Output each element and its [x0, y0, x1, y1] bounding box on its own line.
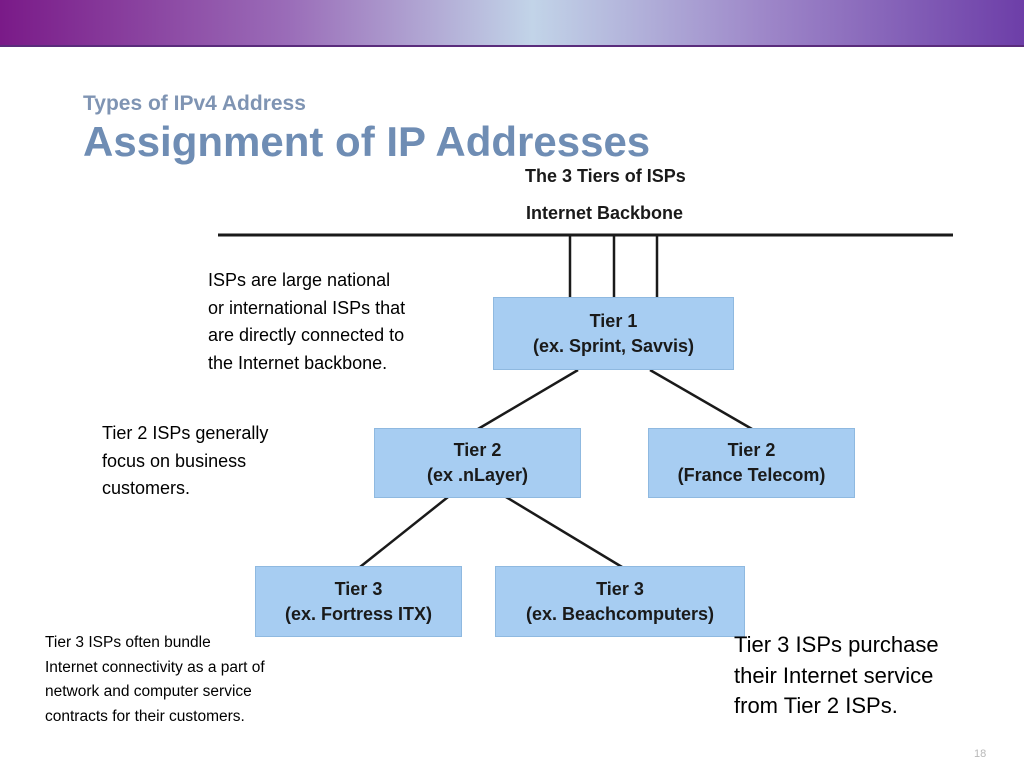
tier2-left-example: (ex .nLayer): [426, 465, 529, 485]
link-tier1-tier2-left: [477, 368, 579, 431]
slide-title: Assignment of IP Addresses: [83, 118, 651, 165]
link-tier2-tier3-right: [505, 495, 623, 569]
tier3-left-box: Tier 3 (ex. Fortress ITX): [255, 566, 462, 637]
backbone-label: Internet Backbone: [526, 203, 684, 223]
tier3-left-label: Tier 3: [334, 578, 383, 599]
header-banner: [0, 0, 1024, 47]
diagram-title: The 3 Tiers of ISPs: [525, 166, 686, 186]
tier3-bundle-description: Tier 3 ISPs often bundle Internet connec…: [45, 634, 265, 725]
tier1-box: Tier 1 (ex. Sprint, Savvis): [493, 297, 734, 370]
tier2-left-box: Tier 2 (ex .nLayer): [374, 428, 581, 498]
link-tier1-tier2-right: [649, 368, 753, 431]
tier1-example: (ex. Sprint, Savvis): [532, 335, 695, 356]
tier3-right-box: Tier 3 (ex. Beachcomputers): [495, 566, 745, 637]
tier3-right-label: Tier 3: [596, 578, 644, 599]
tier2-right-box: Tier 2 (France Telecom): [648, 428, 855, 498]
tier3-right-example: (ex. Beachcomputers): [525, 603, 715, 624]
tier3-left-example: (ex. Fortress ITX): [284, 603, 433, 624]
tier3-purchase-description: Tier 3 ISPs purchase their Internet serv…: [734, 632, 939, 718]
tier1-description: ISPs are large national or international…: [208, 270, 406, 373]
link-tier2-tier3-left: [359, 496, 449, 568]
slide-subtitle: Types of IPv4 Address: [83, 92, 306, 115]
tier2-description: Tier 2 ISPs generally focus on business …: [102, 423, 269, 498]
page-number: 18: [974, 748, 987, 760]
tier2-right-label: Tier 2: [727, 440, 776, 460]
tier1-label: Tier 1: [589, 310, 638, 331]
tier2-left-label: Tier 2: [453, 440, 502, 460]
tier2-right-example: (France Telecom): [677, 465, 826, 485]
